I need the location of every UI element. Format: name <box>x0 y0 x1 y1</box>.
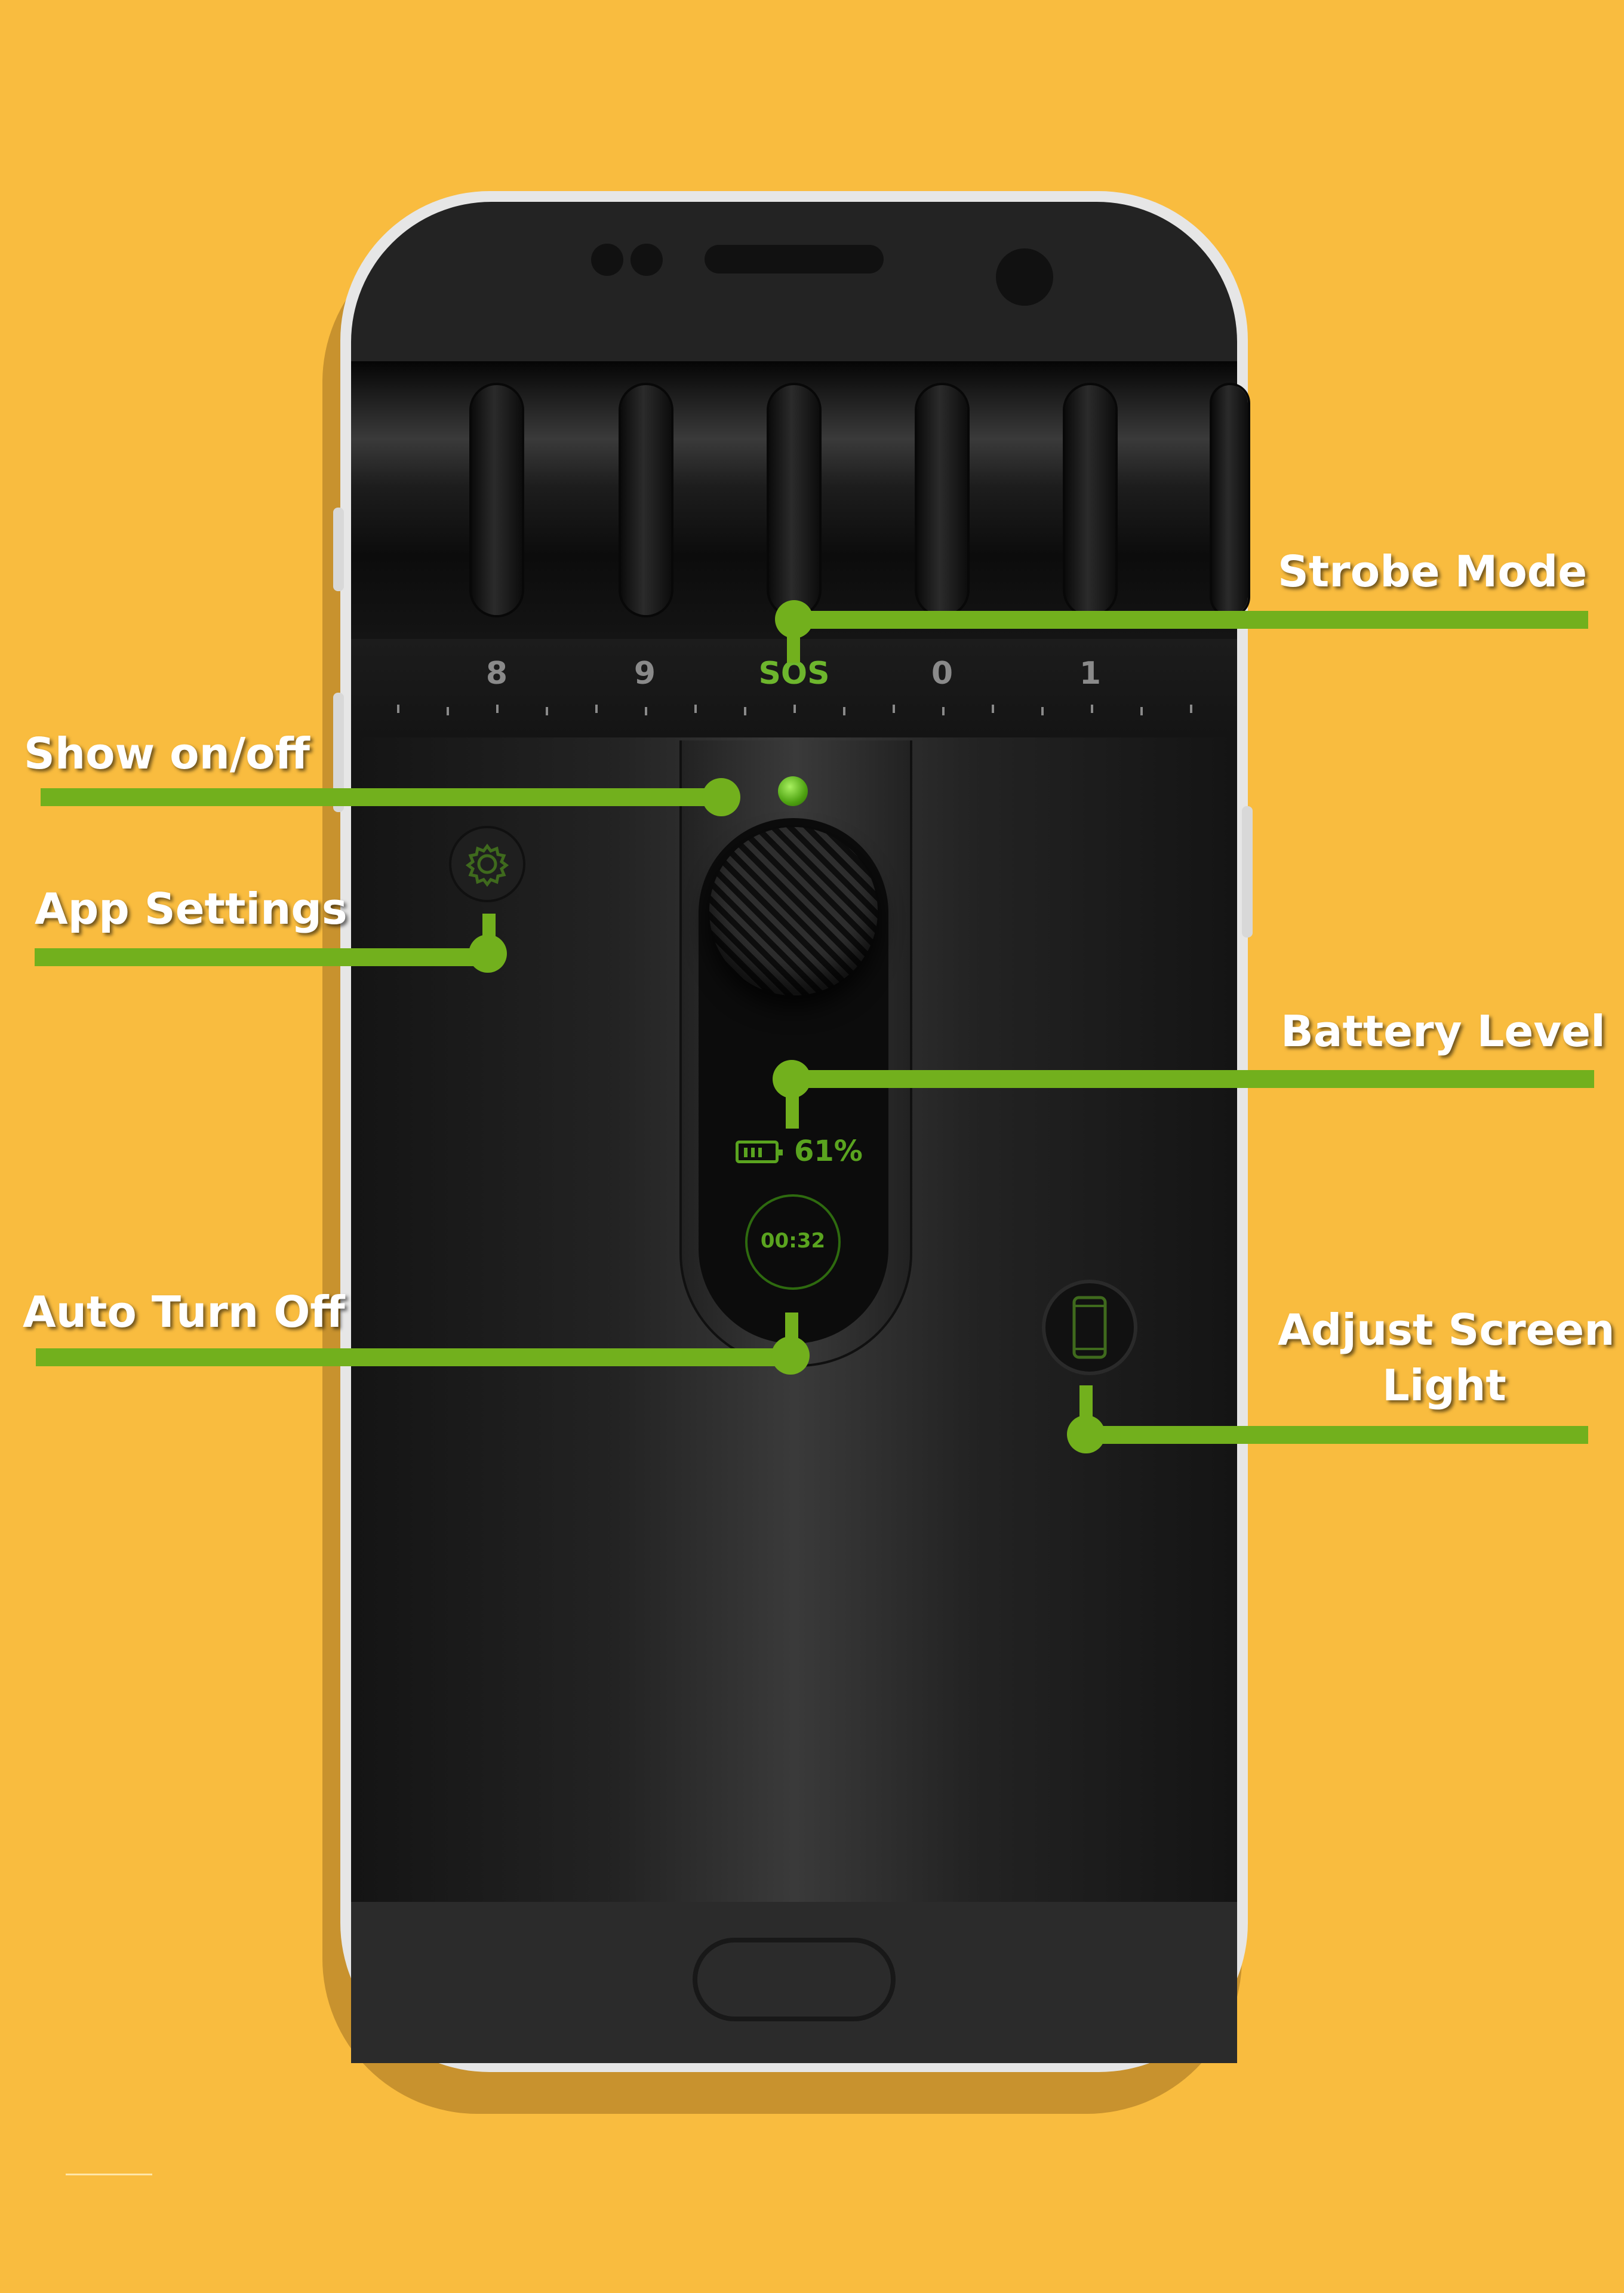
scale-tick <box>645 707 647 715</box>
volume-down-button <box>333 693 344 812</box>
callout-line-battery <box>794 1070 1594 1088</box>
light-sensor <box>630 244 663 276</box>
callout-line-strobe <box>794 611 1588 629</box>
callout-dot-auto-off <box>771 1336 810 1375</box>
callout-line-auto-off <box>36 1348 794 1366</box>
dial-ridge[interactable] <box>769 385 819 615</box>
scale-tick <box>1091 705 1093 713</box>
scale-tick <box>793 705 796 713</box>
callout-dot-battery <box>773 1060 811 1098</box>
callout-dot-strobe <box>775 600 813 638</box>
scale-tick <box>942 707 945 715</box>
callout-adjust-screen-line2: Light <box>1382 1360 1506 1410</box>
scale-tick <box>1190 705 1192 713</box>
dial-ridge[interactable] <box>472 385 522 615</box>
proximity-sensor <box>591 244 623 276</box>
callout-dot-show <box>702 778 740 816</box>
callout-adjust-screen-line1: Adjust Screen <box>1278 1305 1615 1355</box>
on-off-indicator-led <box>778 776 808 806</box>
scale-tick <box>496 705 499 713</box>
scale-tick <box>1140 707 1143 715</box>
scale-label-8[interactable]: 8 <box>485 656 508 691</box>
callout-line-screen-light <box>1093 1426 1588 1444</box>
power-knob[interactable] <box>709 827 878 995</box>
auto-off-timer-button[interactable] <box>745 1194 841 1290</box>
earpiece-speaker <box>705 245 884 273</box>
dial-ridge[interactable] <box>1212 385 1248 615</box>
callout-line-settings <box>35 948 494 966</box>
scale-tick <box>893 705 895 713</box>
callout-strobe-mode: Strobe Mode <box>1278 546 1588 597</box>
dial-ridge[interactable] <box>917 385 967 615</box>
phone-icon <box>1072 1296 1107 1359</box>
scale-tick <box>1041 707 1044 715</box>
callout-battery-level: Battery Level <box>1281 1006 1605 1056</box>
dial-ridge[interactable] <box>621 385 671 615</box>
scale-tick <box>546 707 548 715</box>
battery-icon <box>736 1141 783 1163</box>
gear-icon <box>465 843 509 887</box>
front-camera <box>996 248 1053 306</box>
scale-tick <box>694 705 697 713</box>
screen-light-button[interactable] <box>1042 1280 1137 1375</box>
scale-label-0[interactable]: 0 <box>931 656 954 691</box>
callout-auto-turn-off: Auto Turn Off <box>23 1287 345 1337</box>
scale-tick <box>992 705 994 713</box>
scale-label-1[interactable]: 1 <box>1079 656 1102 691</box>
power-side-button <box>1242 806 1253 938</box>
home-button[interactable] <box>693 1938 896 2021</box>
auto-off-timer-text: 00:32 <box>760 1229 826 1253</box>
scale-tick <box>595 705 598 713</box>
callout-show-on-off: Show on/off <box>24 729 310 779</box>
settings-button[interactable] <box>449 826 525 902</box>
scale-tick <box>447 707 449 715</box>
scale-tick <box>397 705 399 713</box>
scale-tick <box>843 707 845 715</box>
scale-tick <box>744 707 746 715</box>
callout-line-show <box>41 788 727 806</box>
callout-dot-settings <box>469 935 507 973</box>
scale-label-9[interactable]: 9 <box>633 656 656 691</box>
callout-app-settings: App Settings <box>35 884 347 934</box>
dial-ridge[interactable] <box>1065 385 1115 615</box>
callout-dot-screen-light <box>1067 1415 1105 1453</box>
volume-up-button <box>333 508 344 591</box>
battery-level-text: 61% <box>794 1135 863 1168</box>
decorative-line <box>66 2174 152 2175</box>
